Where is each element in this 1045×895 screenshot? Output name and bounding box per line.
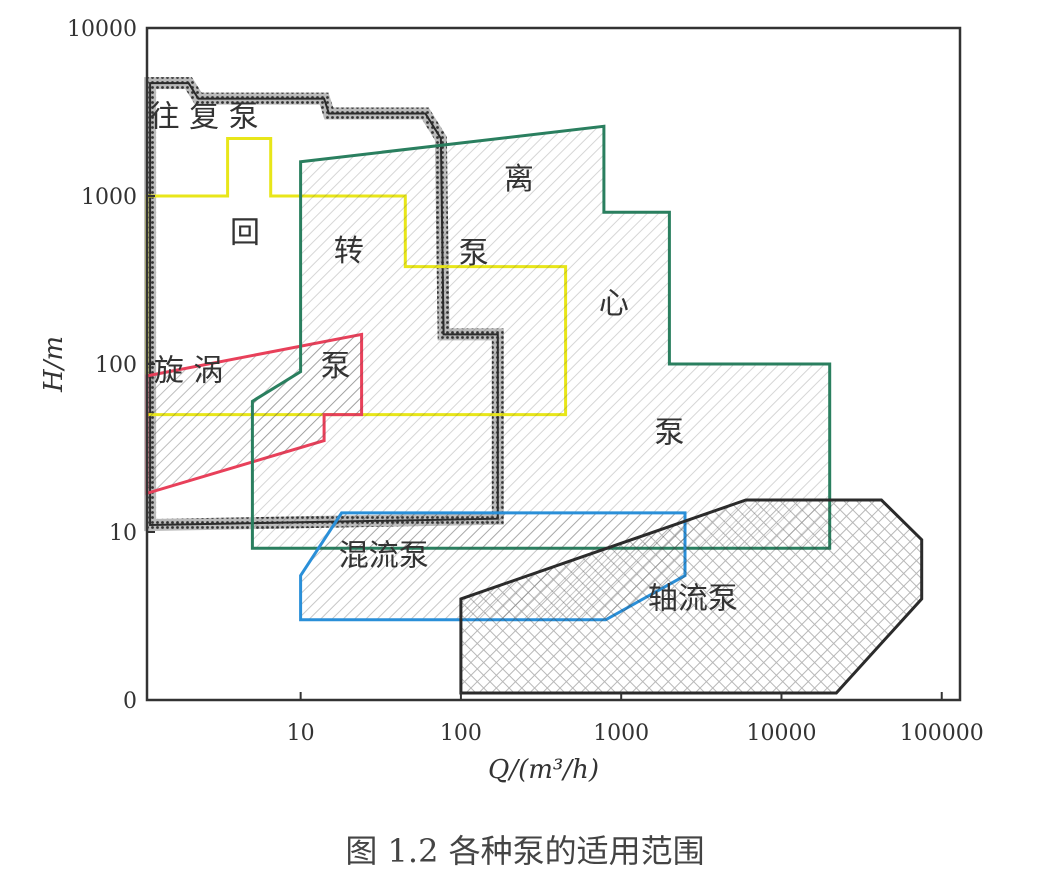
- region-label-centrifugal: 泵: [459, 236, 489, 271]
- region-outline-centrifugal: [250, 124, 832, 550]
- region-label-rotary: 转: [334, 234, 364, 269]
- x-tick-label: 100000: [900, 721, 984, 746]
- x-tick-label: 1000: [593, 721, 649, 746]
- region-outline-axial_flow: [459, 498, 924, 695]
- y-tick-label: 1000: [81, 185, 137, 210]
- region-label-vortex: 旋 涡: [154, 353, 224, 388]
- region-label-centrifugal: 心: [599, 286, 629, 321]
- region-label-axial_flow: 轴流泵: [648, 582, 738, 617]
- region-label-mixed_flow: 混流泵: [339, 539, 429, 574]
- region-fill-centrifugal: [252, 126, 830, 549]
- region-label-rotary: 回: [230, 215, 260, 250]
- x-tick-label: 100: [440, 721, 482, 746]
- y-tick-label: 10: [109, 521, 137, 546]
- y-tick-label: 10000: [67, 17, 137, 42]
- region-label-centrifugal: 离: [504, 162, 534, 197]
- x-tick-label: 10000: [746, 721, 816, 746]
- x-axis-label: Q/(m³/h): [488, 755, 599, 785]
- region-label-vortex: 泵: [320, 349, 350, 384]
- figure-caption: 图 1.2 各种泵的适用范围: [345, 832, 704, 870]
- region-label-reciprocating: 往 复 泵: [150, 99, 259, 134]
- region-label-centrifugal: 泵: [654, 416, 684, 451]
- x-tick-label: 10: [287, 721, 315, 746]
- y-tick-label: 100: [95, 353, 137, 378]
- y-axis-label: H/m: [39, 336, 69, 393]
- y-tick-label: 0: [123, 689, 137, 714]
- region-fill-axial_flow: [460, 500, 922, 693]
